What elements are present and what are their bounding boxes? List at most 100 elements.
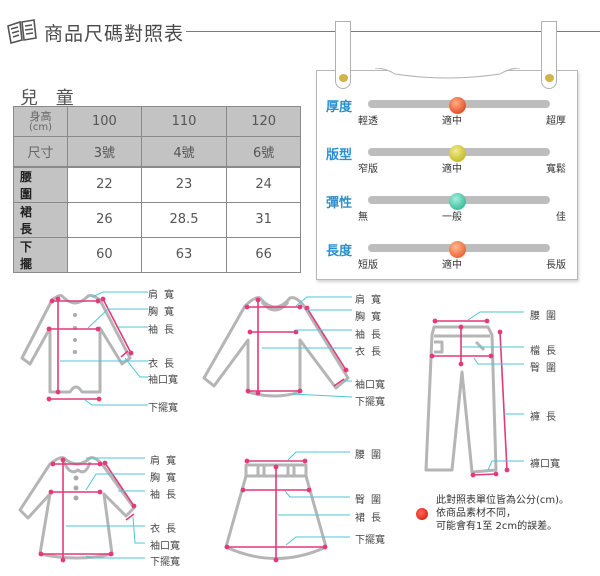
diagram-label: 褲長 bbox=[530, 412, 562, 423]
size-row: 尺寸 3號 4號 6號 bbox=[13, 136, 301, 167]
attribute-name: 彈性 bbox=[326, 196, 353, 211]
diagram-label: 肩寬 bbox=[355, 295, 387, 306]
page-title: 商品尺碼對照表 bbox=[44, 23, 185, 45]
dress-diagram: 肩寬 胸寬 袖長 衣長 袖口寬 下擺寬 bbox=[0, 430, 200, 576]
size-cell: 4號 bbox=[140, 136, 228, 167]
scale-mid-label: 適中 bbox=[442, 116, 462, 127]
note-line: 依商品素材不同， bbox=[436, 508, 516, 519]
measure-cell: 26 bbox=[67, 201, 142, 238]
scale-track bbox=[368, 193, 550, 210]
height-label: 身高 bbox=[29, 109, 52, 123]
measure-header: 裙長 bbox=[13, 201, 68, 238]
diagram-label: 袖長 bbox=[355, 330, 387, 341]
page-header: 商品尺碼對照表 bbox=[6, 14, 600, 48]
category-label: 兒 童 bbox=[20, 88, 80, 109]
size-cell: 6號 bbox=[226, 136, 301, 167]
scale-right-label: 長版 bbox=[546, 260, 566, 271]
size-chart-table: 身高 (cm) 100 110 120 尺寸 3號 4號 6號 腰圍 22 23… bbox=[13, 106, 301, 273]
scale-mid-label: 適中 bbox=[442, 260, 462, 271]
attribute-name: 厚度 bbox=[326, 100, 353, 115]
attribute-name: 版型 bbox=[326, 148, 353, 163]
diagram-label: 袖長 bbox=[148, 325, 180, 336]
table-row: 腰圍 22 23 24 bbox=[13, 165, 301, 203]
scale-mid-label: 適中 bbox=[442, 164, 462, 175]
attribute-thickness: 厚度 輕透 適中 超厚 bbox=[322, 96, 566, 136]
measure-cell: 22 bbox=[67, 165, 142, 203]
scale-right-label: 寬鬆 bbox=[546, 164, 566, 175]
long-sleeve-top-diagram: 肩寬 胸寬 袖長 衣長 袖口寬 下擺寬 bbox=[200, 280, 400, 420]
clothespin-right bbox=[541, 21, 557, 89]
diagram-label: 胸寬 bbox=[355, 312, 387, 323]
diagram-label: 肩寬 bbox=[148, 290, 180, 301]
table-row: 裙長 26 28.5 31 bbox=[13, 201, 301, 238]
diagram-label: 衣長 bbox=[148, 359, 180, 370]
measure-cell: 66 bbox=[226, 236, 301, 273]
pin-dot-icon bbox=[339, 74, 348, 82]
height-unit: (cm) bbox=[28, 121, 53, 133]
top-illustration-icon bbox=[202, 296, 353, 398]
height-cell: 100 bbox=[67, 106, 142, 137]
diagram-label: 肩寬 bbox=[150, 456, 182, 467]
red-bullet-icon bbox=[416, 508, 428, 520]
skirt-illustration-icon bbox=[224, 451, 350, 563]
diagram-label: 下擺寬 bbox=[355, 397, 385, 408]
measure-header: 下擺 bbox=[13, 236, 68, 273]
diagram-label: 衣長 bbox=[150, 524, 182, 535]
scale-mid-label: 一般 bbox=[442, 212, 462, 223]
dress-illustration-icon bbox=[18, 456, 145, 563]
card-notch bbox=[375, 68, 520, 79]
height-row-header: 身高 (cm) bbox=[13, 106, 68, 137]
header-divider bbox=[186, 31, 600, 32]
open-book-icon bbox=[7, 19, 37, 44]
skirt-diagram: 腰圍 臀圍 裙長 下擺寬 bbox=[200, 430, 400, 576]
scale-left-label: 窄版 bbox=[358, 164, 378, 175]
diagram-label: 胸寬 bbox=[150, 473, 182, 484]
measure-cell: 60 bbox=[67, 236, 142, 273]
attribute-elasticity: 彈性 無 一般 佳 bbox=[322, 192, 566, 232]
diagram-label: 袖口寬 bbox=[355, 380, 385, 391]
measure-cell: 28.5 bbox=[140, 201, 228, 238]
measure-cell: 63 bbox=[140, 236, 228, 273]
scale-track bbox=[368, 97, 550, 114]
diagram-label: 衣長 bbox=[355, 347, 387, 358]
pants-illustration-icon bbox=[424, 311, 524, 478]
height-cell: 120 bbox=[226, 106, 301, 137]
diagram-label: 裙長 bbox=[355, 513, 387, 524]
diagram-label: 袖口寬 bbox=[150, 541, 180, 552]
diagram-label: 臀圍 bbox=[355, 495, 387, 506]
diagram-label: 下擺寬 bbox=[148, 403, 178, 414]
height-cell: 110 bbox=[140, 106, 228, 137]
scale-track bbox=[368, 241, 550, 258]
attribute-name: 長度 bbox=[326, 244, 353, 259]
note-line: 可能會有1至 2cm的誤差。 bbox=[436, 521, 558, 532]
height-row: 身高 (cm) 100 110 120 bbox=[13, 106, 301, 137]
diagram-label: 檔長 bbox=[530, 346, 562, 357]
table-row: 下擺 60 63 66 bbox=[13, 236, 301, 273]
diagram-label: 袖口寬 bbox=[148, 375, 178, 386]
diagram-label: 褲口寬 bbox=[530, 459, 560, 470]
diagram-label: 下擺寬 bbox=[150, 557, 180, 568]
diagram-label: 袖長 bbox=[150, 490, 182, 501]
romper-illustration-icon bbox=[20, 291, 148, 406]
note-text: 此對照表單位皆為公分(cm)。 依商品素材不同， 可能會有1至 2cm的誤差。 bbox=[436, 494, 569, 533]
clothespin-left bbox=[335, 21, 351, 89]
scale-knob-icon bbox=[449, 193, 466, 210]
measure-cell: 24 bbox=[226, 165, 301, 203]
diagram-label: 下擺寬 bbox=[355, 535, 385, 546]
romper-diagram: 肩寬 胸寬 袖長 衣長 袖口寬 下擺寬 bbox=[0, 280, 200, 420]
size-cell: 3號 bbox=[67, 136, 142, 167]
scale-track bbox=[368, 145, 550, 162]
diagram-label: 腰圍 bbox=[355, 450, 387, 461]
size-row-header: 尺寸 bbox=[13, 136, 68, 167]
scale-left-label: 短版 bbox=[358, 260, 378, 271]
scale-knob-icon bbox=[449, 145, 466, 162]
scale-left-label: 無 bbox=[358, 212, 368, 223]
scale-knob-icon bbox=[449, 241, 466, 258]
scale-knob-icon bbox=[449, 97, 466, 114]
diagram-label: 臀圍 bbox=[530, 363, 562, 374]
diagram-label: 腰圍 bbox=[530, 311, 562, 322]
pants-diagram: 腰圍 檔長 臀圍 褲長 褲口寬 bbox=[400, 280, 600, 480]
measure-cell: 23 bbox=[140, 165, 228, 203]
diagram-label: 胸寬 bbox=[148, 307, 180, 318]
scale-right-label: 佳 bbox=[556, 212, 566, 223]
